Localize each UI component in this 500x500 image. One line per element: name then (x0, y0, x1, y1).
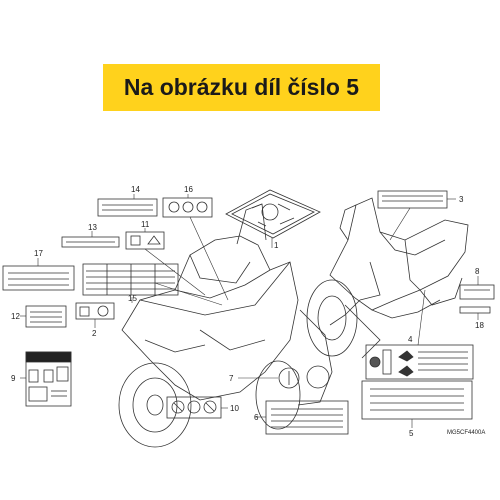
callout-6: 6 (254, 413, 259, 422)
label-3 (377, 190, 448, 209)
title-banner: Na obrázku díl číslo 5 (103, 64, 380, 111)
callout-numbers: 14 16 1 3 13 11 17 8 15 12 2 18 4 9 7 10… (11, 185, 485, 438)
label-4 (365, 344, 474, 380)
label-18 (459, 306, 491, 314)
callout-8: 8 (475, 267, 480, 276)
callout-5: 5 (409, 429, 414, 438)
label-8 (459, 284, 495, 300)
label-17 (2, 265, 75, 291)
rear-wheel-left (118, 362, 192, 448)
callout-10: 10 (230, 404, 239, 413)
label-14 (97, 198, 158, 217)
callout-7: 7 (229, 374, 234, 383)
label-7 (278, 365, 330, 389)
label-5 (361, 380, 473, 420)
title-text: Na obrázku díl číslo 5 (123, 74, 360, 100)
callout-17: 17 (34, 249, 43, 258)
label-1-emblem (225, 189, 321, 239)
callout-9: 9 (11, 374, 16, 383)
label-13 (61, 236, 120, 248)
callout-3: 3 (459, 195, 464, 204)
leader-lines (20, 194, 479, 428)
motorcycle-right-illustration (306, 197, 469, 357)
label-9 (25, 351, 72, 407)
callout-13: 13 (88, 223, 97, 232)
drawing-code: MG5CF4400A (447, 430, 485, 436)
callout-14: 14 (131, 185, 140, 194)
callout-15: 15 (128, 294, 137, 303)
front-wheel-right (306, 279, 358, 357)
label-2 (75, 302, 115, 320)
label-11 (125, 231, 165, 250)
label-12 (25, 305, 67, 328)
label-15 (82, 263, 179, 296)
callout-2: 2 (92, 329, 97, 338)
callout-4: 4 (408, 335, 413, 344)
label-6 (265, 400, 349, 435)
callout-11: 11 (141, 220, 150, 229)
label-10 (166, 396, 222, 419)
label-16 (162, 197, 213, 218)
callout-18: 18 (475, 321, 484, 330)
callout-12: 12 (11, 312, 20, 321)
motorcycle-left-illustration (118, 203, 381, 448)
callout-1: 1 (274, 241, 279, 250)
callout-16: 16 (184, 185, 193, 194)
